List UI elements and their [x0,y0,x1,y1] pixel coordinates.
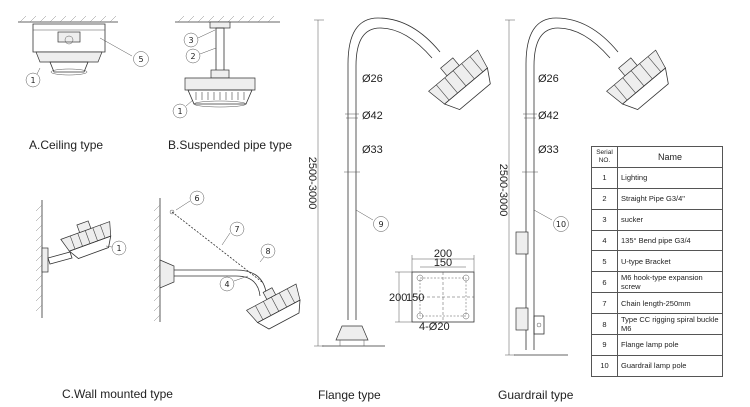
legend-no: 2 [591,187,618,210]
caption-suspended-pipe-type: B.Suspended pipe type [168,138,292,152]
callout-7: 7 [234,225,239,234]
legend-name: U-type Bracket [617,250,723,273]
legend-name: Type CC rigging spiral buckle M6 [617,313,723,336]
callout-9: 9 [378,220,383,229]
guardrail-pole-drawing: 2500-3000 Ø26 Ø42 Ø33 10 [497,17,669,356]
dim-diameter-42: Ø42 [538,110,559,122]
callout-4: 4 [224,280,229,289]
legend-no: 6 [591,271,618,294]
legend-name: 135° Bend pipe G3/4 [617,229,723,252]
legend-header: Serial NO. Name [591,146,723,168]
legend-no: 3 [591,208,618,231]
caption-wall-mounted-type: C.Wall mounted type [62,387,173,401]
legend-no: 8 [591,313,618,336]
flange-pole-drawing: 2500-3000 Ø26 Ø42 Ø33 9 [306,17,491,347]
legend-name: Flange lamp pole [617,334,723,356]
legend-name: Straight Pipe G3/4" [617,187,723,210]
legend-no: 5 [591,250,618,273]
callout-1: 1 [30,76,35,85]
flange-plate-detail: 200 150 200 150 4-Ø20 [389,248,475,333]
legend-name: sucker [617,208,723,231]
dim-plate-holes: 4-Ø20 [419,321,450,333]
legend-name: Guardrail lamp pole [617,354,723,377]
caption-flange-type: Flange type [318,388,381,402]
dim-plate-outer: 200 [434,248,452,260]
legend-no: 9 [591,334,618,356]
dim-pole-height: 2500-3000 [497,164,509,217]
legend-no: 1 [591,166,618,189]
callout-1: 1 [177,107,182,116]
callout-5: 5 [138,55,143,64]
legend-header-serial-line2: NO. [598,156,611,164]
dim-plate-side-inner: 150 [406,292,424,304]
dim-diameter-33: Ø33 [538,144,559,156]
dim-diameter-42: Ø42 [362,110,383,122]
legend-no: 4 [591,229,618,252]
callout-10: 10 [556,220,566,229]
dim-diameter-26: Ø26 [538,73,559,85]
callout-1: 1 [116,244,121,253]
caption-ceiling-type: A.Ceiling type [29,138,103,152]
dim-plate-side-outer: 200 [389,292,407,304]
legend-header-serial-line1: Serial [596,148,613,156]
legend-header-serial: Serial NO. [591,146,618,168]
legend-no: 7 [591,292,618,315]
caption-guardrail-type: Guardrail type [498,388,574,402]
ceiling-type-drawing: 5 1 [18,15,149,88]
callout-6: 6 [194,194,199,203]
dim-pole-height: 2500-3000 [306,157,318,210]
callout-8: 8 [265,247,270,256]
legend-name: Lighting [617,166,723,189]
wall-chain-drawing: 6 7 8 4 [153,190,301,330]
legend-header-name: Name [617,146,723,168]
suspended-pipe-drawing: 3 2 1 [172,15,280,119]
legend-no: 10 [591,354,618,377]
callout-2: 2 [190,52,195,61]
legend-name: M6 hook-type expansion screw [617,271,723,294]
callout-3: 3 [188,36,193,45]
dim-diameter-26: Ø26 [362,73,383,85]
dim-diameter-33: Ø33 [362,144,383,156]
legend-name: Chain length-250mm [617,292,723,315]
wall-mounted-drawing: 1 [35,200,127,318]
dim-plate-inner: 150 [434,257,452,269]
